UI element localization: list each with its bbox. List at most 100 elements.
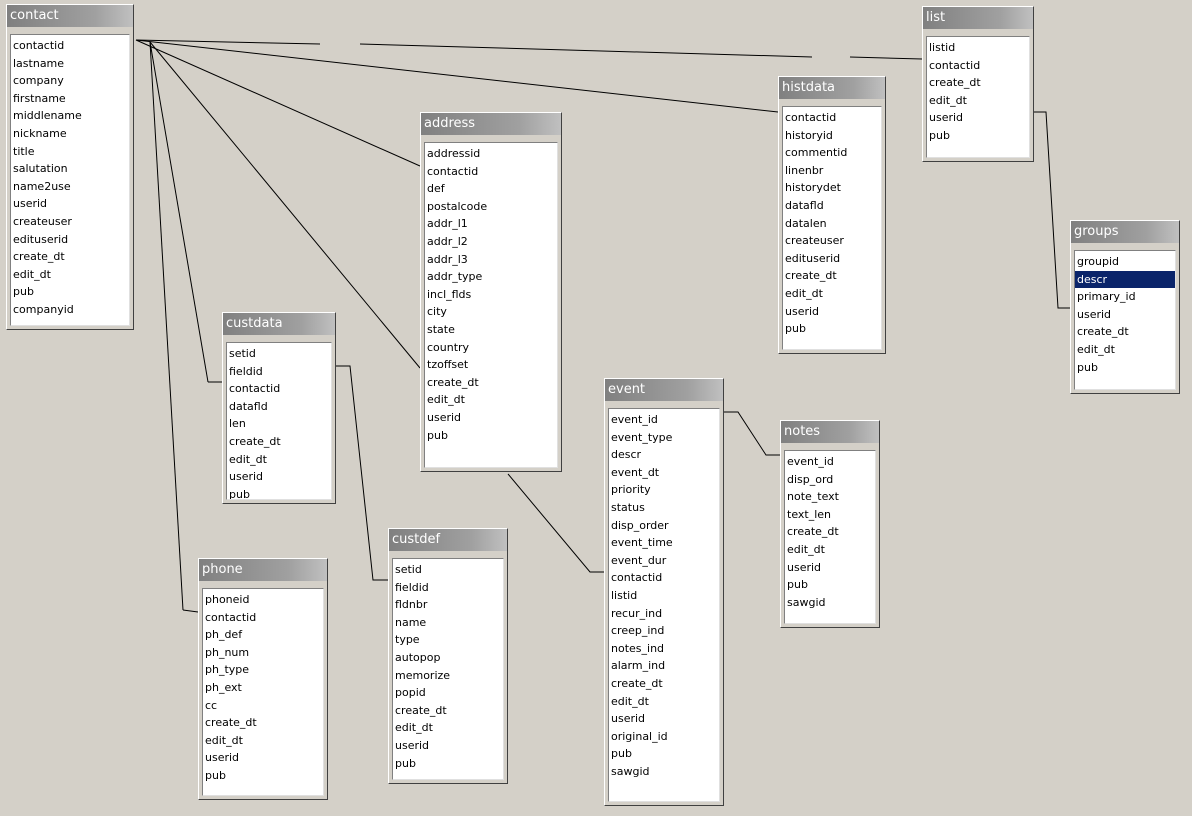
field-item[interactable]: addr_l1 — [427, 217, 468, 231]
field-item[interactable]: ph_ext — [205, 680, 242, 694]
table-title[interactable]: phone — [199, 559, 327, 583]
field-item[interactable]: descr — [1075, 270, 1175, 289]
field-item[interactable]: event_dur — [611, 553, 667, 567]
field-item[interactable]: create_dt — [1077, 325, 1129, 339]
field-item[interactable]: edit_dt — [13, 267, 51, 281]
field-item[interactable]: name2use — [13, 179, 71, 193]
field-item[interactable]: pub — [13, 285, 34, 299]
field-item[interactable]: descr — [611, 448, 642, 462]
field-item[interactable]: userid — [929, 111, 964, 125]
field-item[interactable]: addr_l2 — [427, 234, 468, 248]
field-item[interactable]: recur_ind — [611, 606, 663, 620]
table-title[interactable]: groups — [1071, 221, 1179, 245]
field-item[interactable]: primary_id — [1077, 290, 1136, 304]
field-item[interactable]: autopop — [395, 650, 441, 664]
field-item[interactable]: cc — [205, 698, 218, 712]
field-item[interactable]: pub — [929, 128, 950, 142]
field-item[interactable]: userid — [611, 712, 646, 726]
field-item[interactable]: notes_ind — [611, 641, 665, 655]
field-item[interactable]: edit_dt — [929, 93, 967, 107]
field-item[interactable]: userid — [13, 197, 48, 211]
field-item[interactable]: event_type — [611, 430, 673, 444]
field-item[interactable]: create_dt — [929, 76, 981, 90]
field-item[interactable]: edit_dt — [1077, 342, 1115, 356]
field-item[interactable]: status — [611, 500, 645, 514]
table-title[interactable]: contact — [7, 5, 133, 29]
field-item[interactable]: create_dt — [611, 676, 663, 690]
table-title[interactable]: address — [421, 113, 561, 137]
field-item[interactable]: addressid — [427, 147, 481, 160]
field-item[interactable]: lastname — [13, 56, 65, 70]
field-item[interactable]: setid — [229, 347, 256, 360]
field-item[interactable]: def — [427, 182, 445, 196]
field-item[interactable]: priority — [611, 483, 651, 497]
field-item[interactable]: createuser — [785, 234, 844, 248]
field-item[interactable]: userid — [205, 751, 240, 765]
field-item[interactable]: fieldid — [395, 580, 429, 594]
field-item[interactable]: create_dt — [427, 375, 479, 389]
field-item[interactable]: text_len — [787, 507, 832, 521]
field-item[interactable]: userid — [1077, 307, 1112, 321]
field-item[interactable]: contactid — [611, 571, 663, 585]
table-title[interactable]: custdata — [223, 313, 335, 337]
field-item[interactable]: city — [427, 305, 447, 319]
field-item[interactable]: nickname — [13, 126, 67, 140]
field-item[interactable]: create_dt — [787, 525, 839, 539]
field-item[interactable]: contactid — [229, 382, 281, 396]
field-item[interactable]: pub — [229, 487, 250, 500]
field-item[interactable]: contactid — [785, 111, 837, 124]
field-item[interactable]: groupid — [1077, 255, 1119, 268]
field-item[interactable]: edit_dt — [395, 721, 433, 735]
field-item[interactable]: middlename — [13, 109, 82, 123]
field-item[interactable]: pub — [787, 578, 808, 592]
field-item[interactable]: userid — [785, 304, 820, 318]
field-item[interactable]: pub — [205, 768, 226, 782]
field-item[interactable]: addr_type — [427, 270, 483, 284]
field-item[interactable]: memorize — [395, 668, 451, 682]
field-item[interactable]: setid — [395, 563, 422, 576]
field-item[interactable]: tzoffset — [427, 358, 469, 372]
field-item[interactable]: country — [427, 340, 470, 354]
field-item[interactable]: historyid — [785, 128, 833, 142]
field-item[interactable]: pub — [395, 756, 416, 770]
field-item[interactable]: datalen — [785, 216, 827, 230]
table-title[interactable]: event — [605, 379, 723, 403]
field-item[interactable]: contactid — [13, 39, 65, 52]
field-item[interactable]: alarm_ind — [611, 659, 666, 673]
field-item[interactable]: edit_dt — [427, 393, 465, 407]
field-item[interactable]: sawgid — [787, 595, 826, 609]
field-item[interactable]: edit_dt — [229, 452, 267, 466]
field-item[interactable]: listid — [611, 588, 638, 602]
field-item[interactable]: title — [13, 144, 35, 158]
field-item[interactable]: edit_dt — [205, 733, 243, 747]
field-item[interactable]: listid — [929, 41, 956, 54]
field-item[interactable]: userid — [229, 470, 264, 484]
field-item[interactable]: creep_ind — [611, 624, 665, 638]
field-item[interactable]: pub — [785, 322, 806, 336]
field-item[interactable]: disp_ord — [787, 472, 834, 486]
field-item[interactable]: company — [13, 74, 64, 88]
table-title[interactable]: list — [923, 7, 1033, 31]
field-item[interactable]: edit_dt — [611, 694, 649, 708]
field-item[interactable]: commentid — [785, 146, 848, 160]
field-item[interactable]: edituserid — [785, 251, 841, 265]
field-item[interactable]: salutation — [13, 162, 68, 176]
field-item[interactable]: original_id — [611, 729, 668, 743]
field-item[interactable]: edit_dt — [787, 542, 825, 556]
field-item[interactable]: sawgid — [611, 764, 650, 778]
field-item[interactable]: contactid — [929, 58, 981, 72]
field-item[interactable]: addr_l3 — [427, 252, 468, 266]
